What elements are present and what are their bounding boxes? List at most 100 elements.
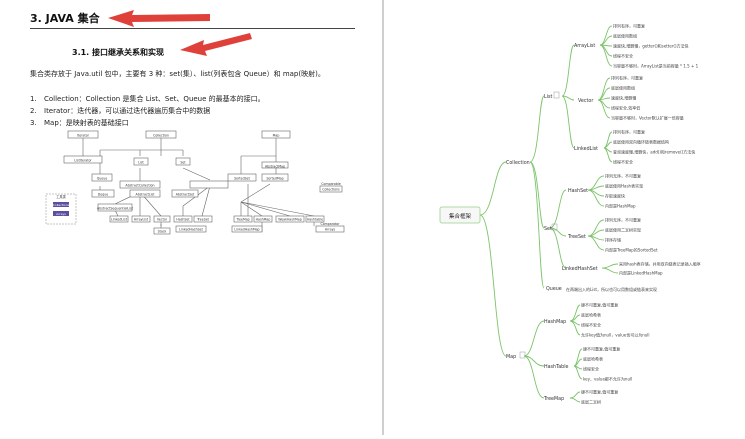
uml-box [315, 225, 345, 233]
mindmap-note: 键不可重复,值可重复 [583, 346, 620, 352]
mindmap-note: 排列有序，可重复 [613, 129, 645, 135]
uml-label: SortedSet [234, 177, 251, 181]
uml-label: TreeMap [235, 218, 249, 222]
mindmap-note: 排序存储 [605, 237, 621, 243]
heading-rule [30, 28, 355, 29]
mindmap-note: 线程不安全 [613, 53, 633, 59]
uml-box [319, 185, 343, 193]
section-heading: 3. JAVA 集合 [30, 12, 100, 25]
uml-label: HashSet [176, 218, 190, 222]
uml-label: Set [180, 161, 186, 165]
uml-label: AbstractSequentialList [97, 207, 134, 211]
mindmap-note: 排列无序，不可重复 [605, 173, 641, 179]
mindmap-note: 速度快,增删慢 [611, 95, 636, 101]
uml-label: LinkedHashSet [179, 228, 203, 232]
mindmap-note: 排列有序，可重复 [613, 23, 645, 29]
uml-label: HashMap [256, 218, 271, 222]
collection-uml-diagram: Iterator Collection Map ListIterator Que… [45, 130, 345, 235]
uml-label: Queue [97, 177, 108, 181]
mindmap-note: 采用hash表存储，并用双向链表记录插入顺序 [619, 261, 701, 267]
mindmap-note: 线程安全 [583, 366, 599, 372]
mindmap-note: 底层使用数组 [611, 85, 635, 91]
uml-box [261, 130, 291, 139]
mindmap-note: 底层使用双向循环链表数据结构 [613, 139, 669, 145]
mindmap-node-list: List [544, 94, 553, 100]
list-item: 3.Map：是映射表的基础接口 [30, 119, 129, 127]
mindmap-note: 内部是LinkedHashMap [619, 270, 663, 276]
uml-box [193, 215, 213, 223]
uml-label: AbstractList [136, 193, 156, 197]
uml-box [153, 227, 171, 235]
uml-label: Map [273, 134, 280, 138]
mindmap-node-hashtable: HashTable [544, 364, 569, 370]
mindmap-node-vector: Vector [578, 98, 593, 104]
uml-label: Collections [322, 188, 340, 192]
mindmap-note: 线程不安全 [581, 322, 601, 328]
note-icon [553, 91, 560, 99]
uml-box [175, 225, 207, 233]
mindmap-node-arraylist: ArrayList [574, 43, 595, 49]
uml-box [253, 215, 273, 223]
uml-label: SortedMap [266, 177, 283, 181]
uml-label: Comparable [321, 182, 340, 186]
uml-label: Vector [157, 218, 168, 222]
right-page: 集合框架 Collection Map List Set Queue Array… [384, 0, 745, 435]
uml-box [231, 225, 263, 233]
uml-label: LinkedList [111, 218, 128, 222]
mindmap-note: 在两端出入的List，所以也可以用数组或链表来实现 [566, 286, 657, 292]
uml-label: LinkedHashMap [234, 228, 259, 232]
mindmap-note: 底层哈希表 [581, 312, 601, 318]
mindmap-note: 内部是TreeMap的SortedSet [605, 247, 658, 253]
mindmap-node-map: Map [506, 354, 516, 360]
uml-label: WeakHashMap [278, 218, 301, 222]
uml-box [129, 189, 161, 198]
uml-box [91, 173, 113, 182]
uml-label: Hashtable [307, 218, 323, 222]
mindmap-note: 底层使用Hash表实现 [605, 183, 643, 189]
uml-box [153, 215, 171, 223]
uml-box [63, 155, 103, 164]
uml-box [305, 215, 325, 223]
red-arrow-1 [108, 10, 210, 27]
mindmap-note: 键不可重复,值可重复 [581, 302, 618, 308]
uml-label: AbstractMap [265, 165, 285, 169]
mindmap-root-label: 集合框架 [449, 212, 472, 220]
uml-label: Iterator [77, 134, 90, 138]
mindmap-node-linkedlist: LinkedList [574, 146, 598, 152]
note-icon [551, 223, 558, 231]
legend-item: Arrays [56, 212, 66, 216]
uml-box [145, 130, 177, 139]
mindmap-note: 底层二叉树 [581, 399, 601, 405]
mindmap-node-queue: Queue [546, 286, 562, 292]
uml-box [171, 189, 199, 198]
mindmap-node-collection: Collection [506, 160, 530, 166]
uml-label: AbstractSet [176, 193, 195, 197]
uml-box [133, 157, 149, 166]
mindmap-note: 存取速度快 [605, 193, 625, 199]
uml-box [97, 203, 133, 212]
mindmap-note: 排列有序，可重复 [611, 75, 643, 81]
uml-box [109, 215, 129, 223]
uml-box [189, 180, 229, 189]
collection-mindmap: 集合框架 Collection Map List Set Queue Array… [439, 23, 701, 405]
uml-box [233, 215, 253, 223]
mindmap-note: 线程不安全 [613, 159, 633, 165]
uml-box [173, 215, 193, 223]
uml-box [91, 189, 115, 198]
uml-label: List [138, 161, 144, 165]
legend-box [45, 193, 77, 225]
uml-label: ListIterator [74, 159, 92, 163]
mindmap-root-node [439, 206, 481, 224]
mindmap-note: 当容量不够时，Vector默认扩展一倍容量 [611, 115, 684, 121]
list-item: 1.Collection：Collection 是集合 List、Set、Que… [30, 95, 265, 103]
uml-box [227, 173, 257, 182]
uml-label: Comparator [320, 222, 340, 226]
uml-label: AbstractCollection [125, 184, 154, 188]
uml-label: TreeSet [196, 218, 210, 222]
uml-box [261, 173, 289, 182]
mindmap-note: 当容量不够时，ArrayList是当前容量 * 1.5 + 1 [613, 63, 699, 69]
mindmap-note: 底层使用数组 [613, 33, 637, 39]
legend-swatch [53, 211, 69, 216]
uml-label: ArrayList [134, 218, 149, 222]
uml-label: Stack [158, 230, 167, 234]
